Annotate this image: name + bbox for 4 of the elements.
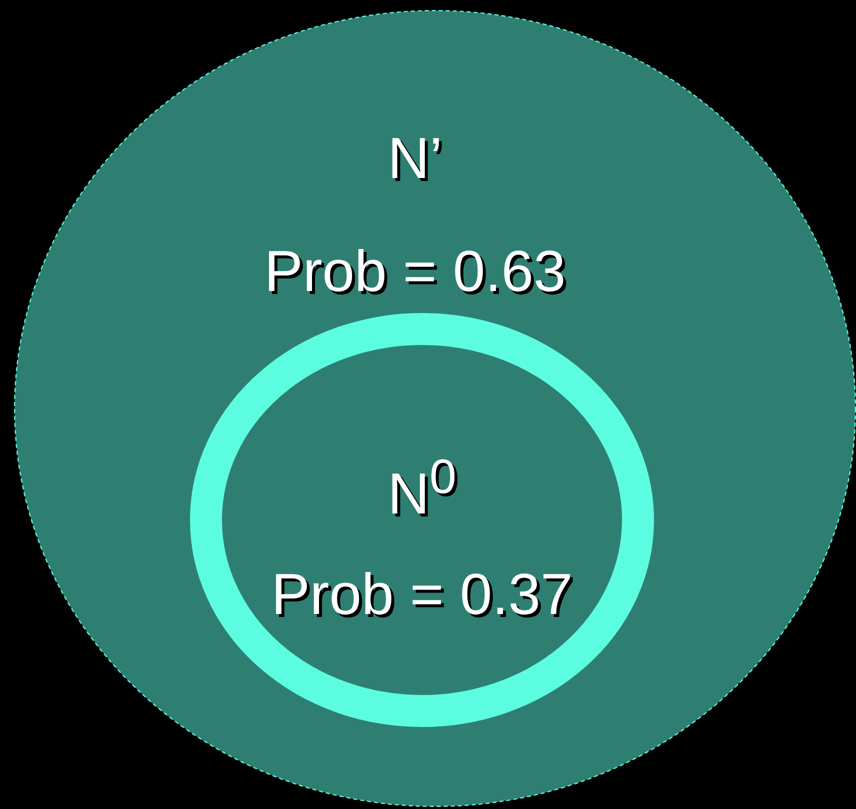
probability-label: Prob = 0.63 <box>264 243 566 301</box>
set-label: N$^{0}$ <box>388 453 456 524</box>
set-label: N’ <box>388 130 442 188</box>
probability-label: Prob = 0.37 <box>271 566 573 624</box>
